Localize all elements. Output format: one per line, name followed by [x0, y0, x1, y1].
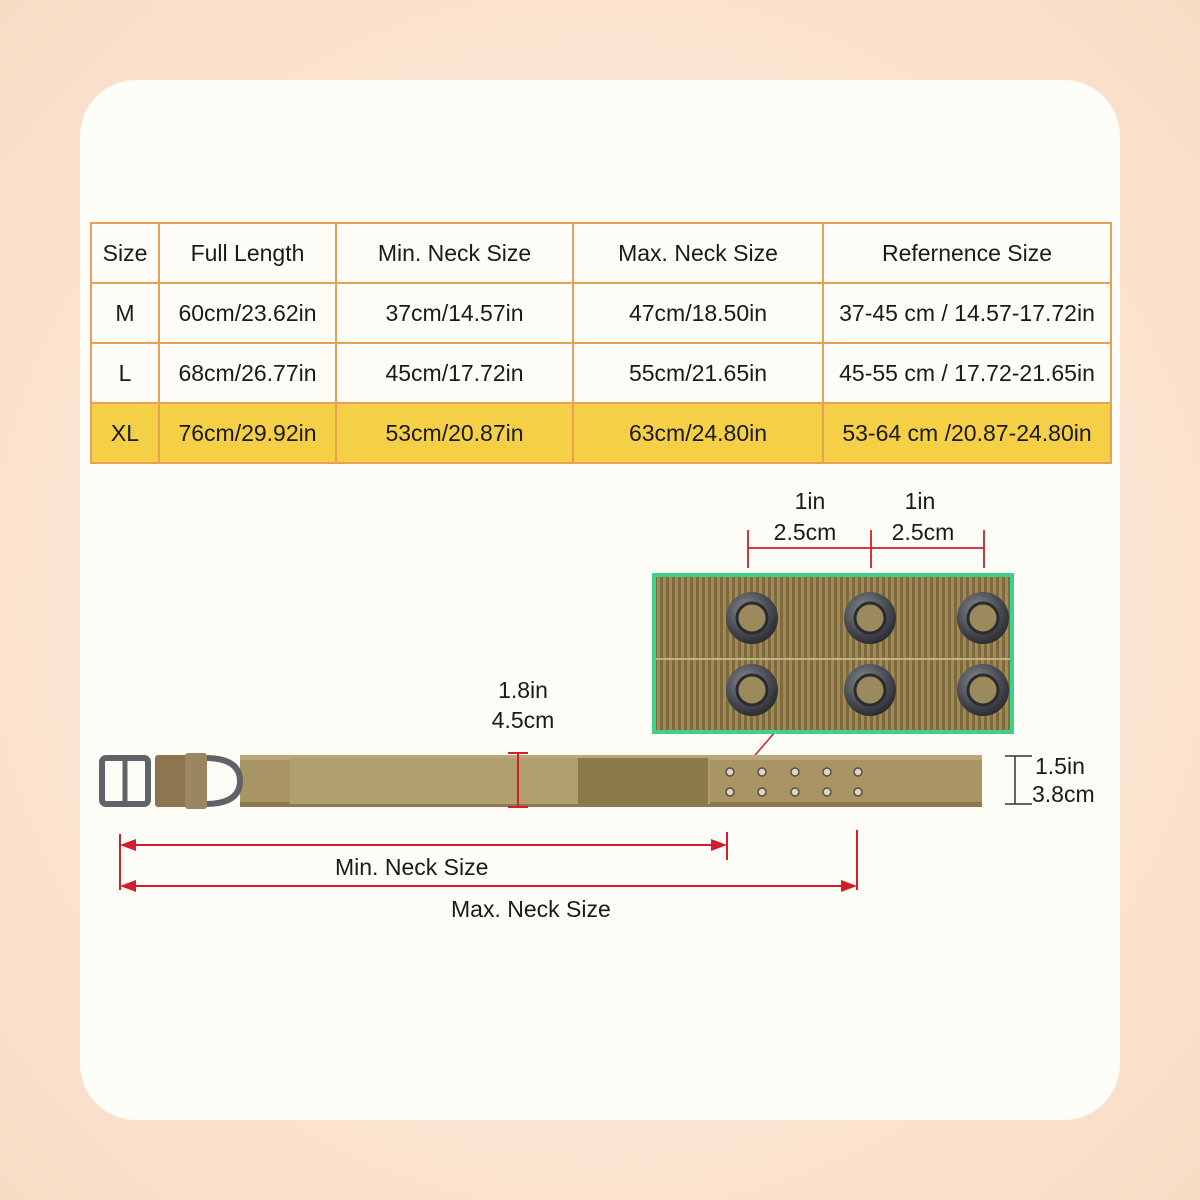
- table-cell: 37-45 cm / 14.57-17.72in: [822, 282, 1112, 344]
- table-cell: 53-64 cm /20.87-24.80in: [822, 402, 1112, 464]
- spacing-2-inch-label: 1in: [904, 488, 936, 514]
- width-cm-label: 4.5cm: [491, 707, 555, 733]
- table-cell: 63cm/24.80in: [572, 402, 824, 464]
- thickness-marker: [1005, 755, 1032, 805]
- table-cell: 45-55 cm / 17.72-21.65in: [822, 342, 1112, 404]
- table-cell: 45cm/17.72in: [335, 342, 574, 404]
- table-cell: 53cm/20.87in: [335, 402, 574, 464]
- table-cell: 47cm/18.50in: [572, 282, 824, 344]
- header-reference: Refernence Size: [822, 222, 1112, 284]
- zoom-frame: [652, 573, 1014, 734]
- table-cell: L: [90, 342, 160, 404]
- size-chart-table: Size Full Length Min. Neck Size Max. Nec…: [90, 222, 1112, 464]
- table-row: L 68cm/26.77in 45cm/17.72in 55cm/21.65in…: [90, 342, 1112, 404]
- table-row: M 60cm/23.62in 37cm/14.57in 47cm/18.50in…: [90, 282, 1112, 344]
- thickness-inch-label: 1.5in: [1035, 753, 1085, 779]
- min-neck-size-label: Min. Neck Size: [335, 854, 489, 880]
- header-max-neck: Max. Neck Size: [572, 222, 824, 284]
- header-min-neck: Min. Neck Size: [335, 222, 574, 284]
- spacing-2-cm-label: 2.5cm: [891, 519, 955, 545]
- table-cell: 60cm/23.62in: [158, 282, 337, 344]
- table-cell: M: [90, 282, 160, 344]
- header-full-length: Full Length: [158, 222, 337, 284]
- table-cell: 55cm/21.65in: [572, 342, 824, 404]
- min-neck-arrow: [119, 832, 728, 890]
- header-size: Size: [90, 222, 160, 284]
- max-neck-arrow: [120, 830, 858, 892]
- max-neck-size-label: Max. Neck Size: [451, 896, 611, 922]
- collar-image: [99, 753, 982, 809]
- table-cell: 37cm/14.57in: [335, 282, 574, 344]
- table-cell: 68cm/26.77in: [158, 342, 337, 404]
- width-inch-label: 1.8in: [498, 677, 548, 703]
- width-marker: [508, 752, 528, 808]
- table-header-row: Size Full Length Min. Neck Size Max. Nec…: [90, 222, 1112, 284]
- table-row-highlighted: XL 76cm/29.92in 53cm/20.87in 63cm/24.80i…: [90, 402, 1112, 464]
- spacing-1-cm-label: 2.5cm: [773, 519, 837, 545]
- thickness-cm-label: 3.8cm: [1032, 781, 1095, 807]
- table-cell: 76cm/29.92in: [158, 402, 337, 464]
- spacing-1-inch-label: 1in: [794, 488, 826, 514]
- eyelet-closeup: [652, 573, 1014, 734]
- eyelet-spacing-marker: [747, 530, 985, 568]
- table-cell: XL: [90, 402, 160, 464]
